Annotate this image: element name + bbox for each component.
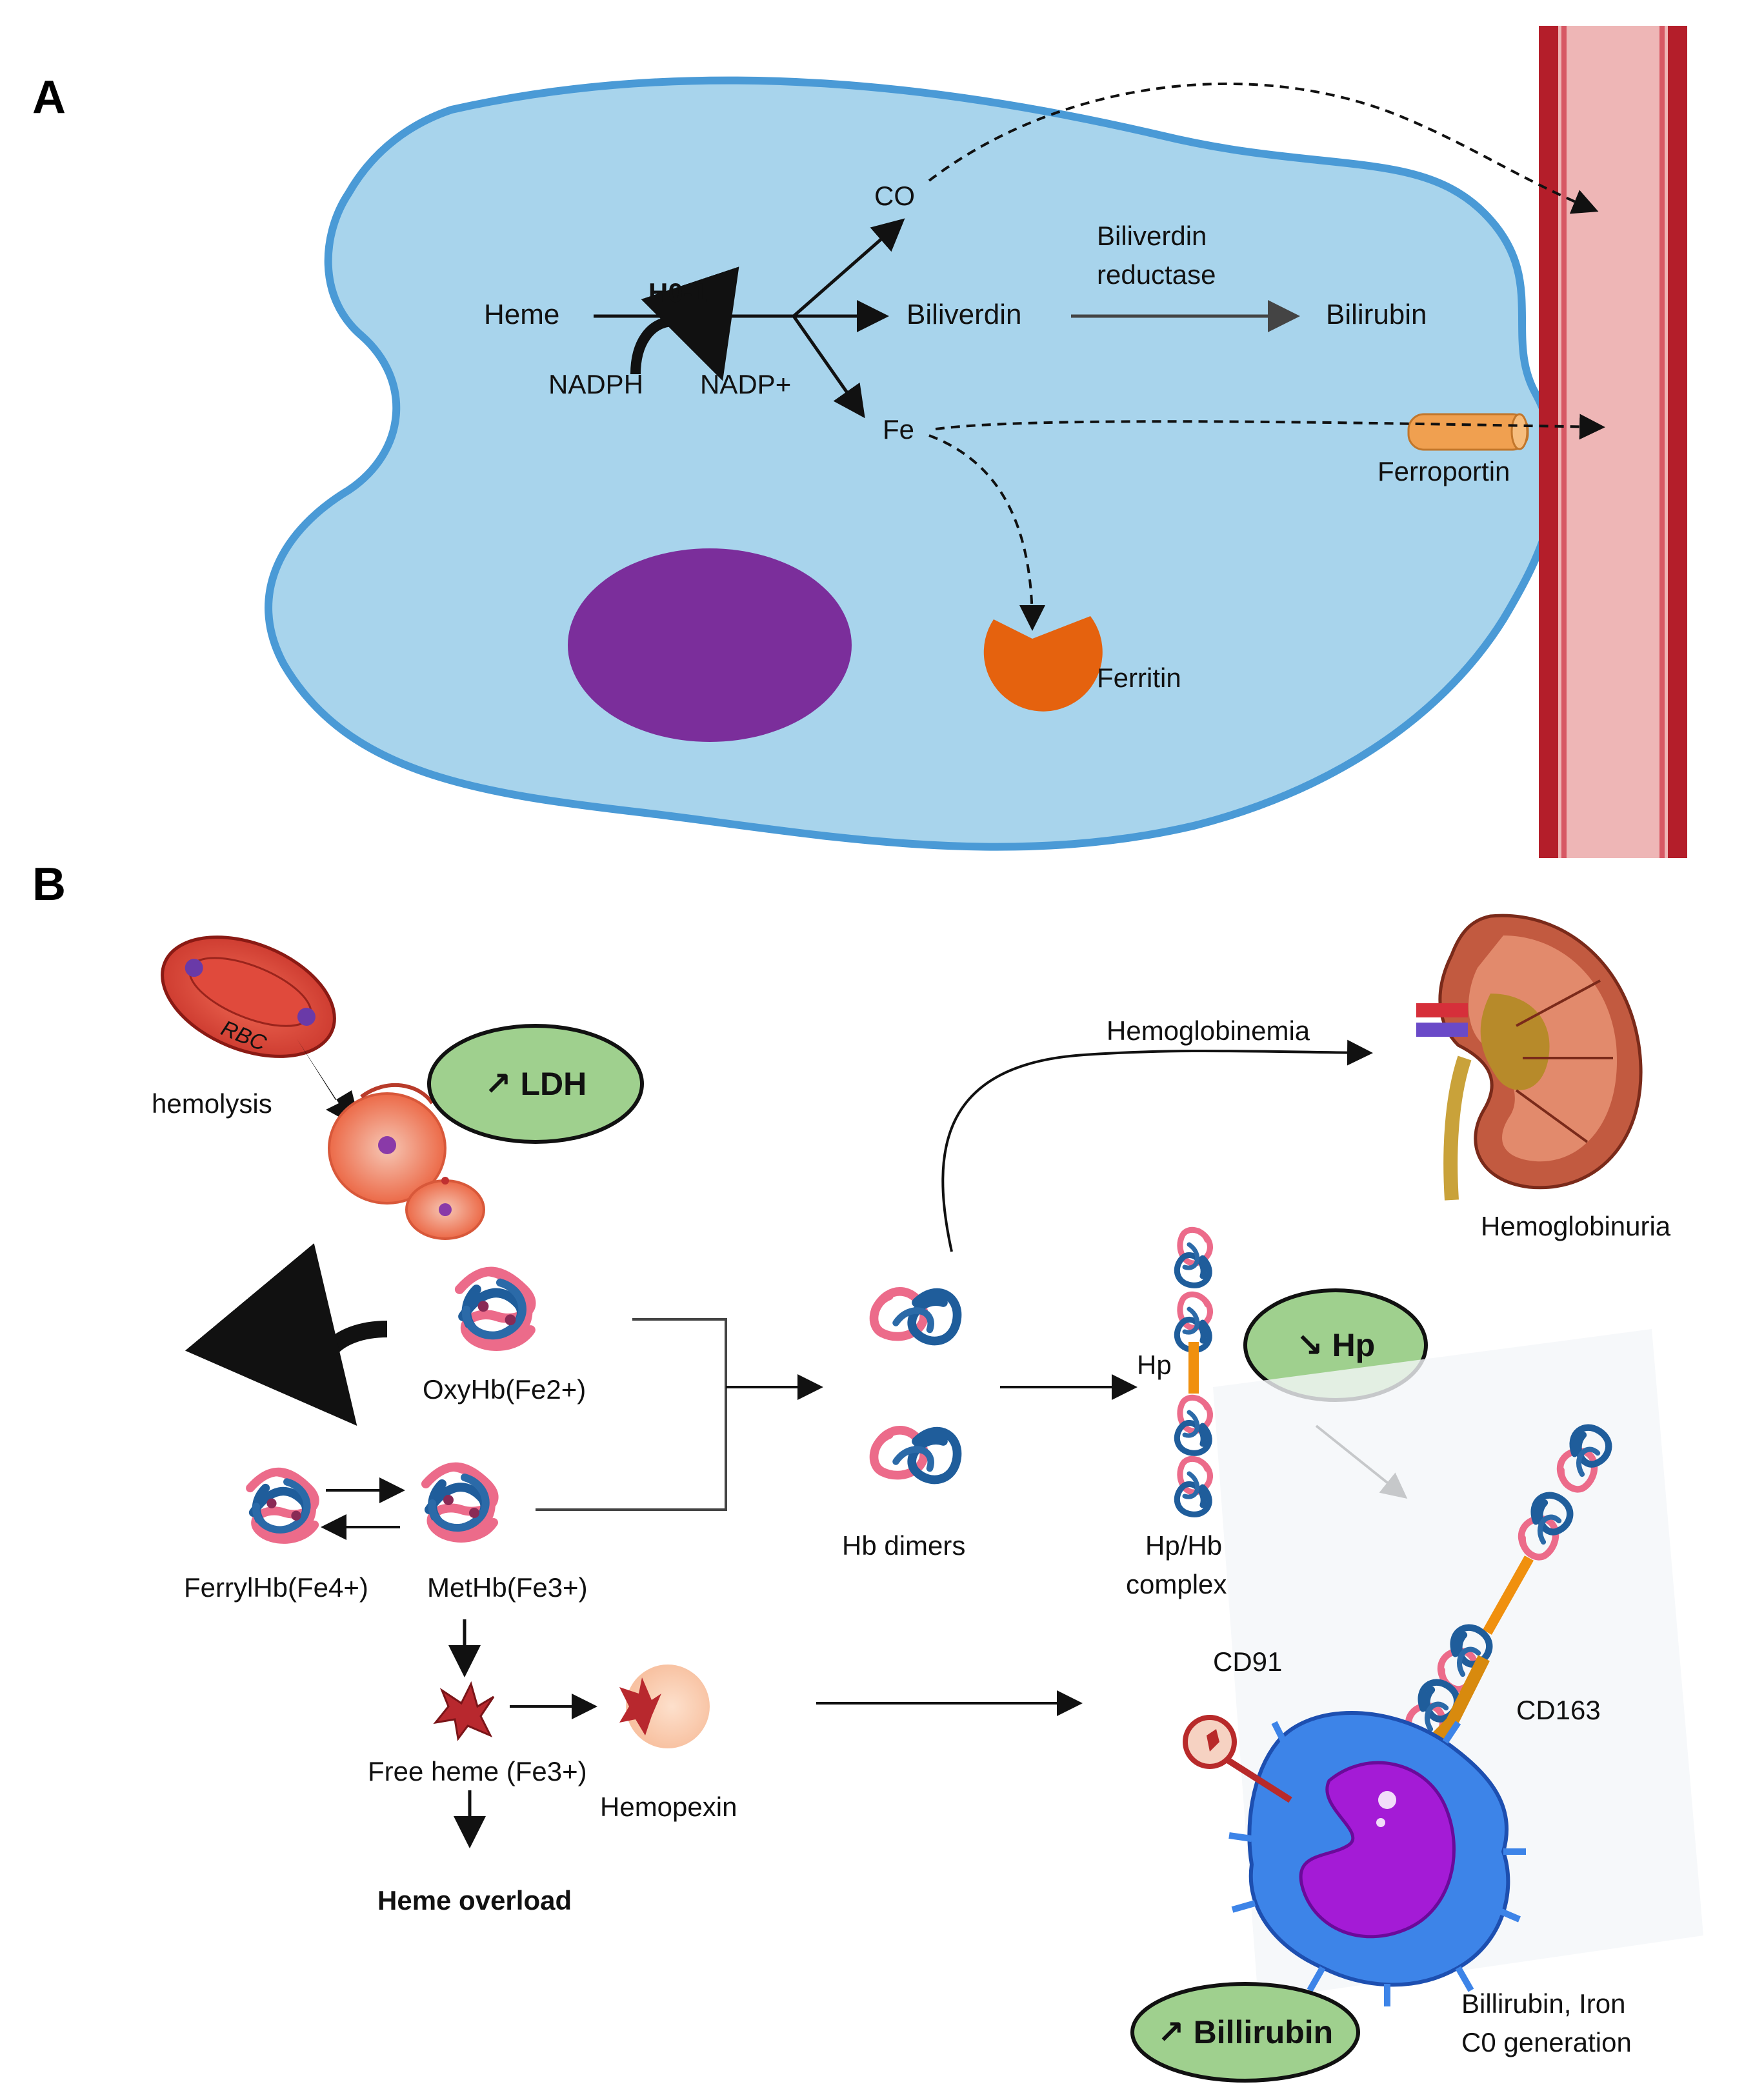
ferrylhb-icon: [250, 1472, 315, 1539]
co-branch-arrow: [792, 218, 905, 317]
blood-vessel-icon: [1539, 26, 1687, 858]
oxidation-curve-arrow: [185, 1243, 388, 1426]
label-heme-overload: Heme overload: [377, 1885, 572, 1915]
label-nadp: NADP+: [700, 369, 791, 399]
free-heme-icon: [433, 1681, 495, 1741]
label-ferroportin: Ferroportin: [1378, 456, 1510, 486]
label-cd91: CD91: [1213, 1646, 1282, 1677]
panel-a-label: A: [32, 72, 66, 123]
label-hphb-2: complex: [1126, 1569, 1227, 1599]
label-free-heme: Free heme (Fe3+): [368, 1756, 587, 1786]
label-hemoglobinemia: Hemoglobinemia: [1107, 1015, 1310, 1046]
fe-branch-arrow: [792, 315, 865, 419]
label-hb-dimers: Hb dimers: [842, 1530, 965, 1561]
bracket-connector: [536, 1318, 727, 1511]
label-bilirubin: Bilirubin: [1326, 299, 1427, 330]
label-reductase-1: Biliverdin: [1097, 221, 1207, 251]
cd163-hphb-complex-icon: [1402, 1422, 1615, 1750]
nucleus: [568, 548, 852, 742]
label-products-1: Billirubin, Iron: [1461, 1988, 1625, 2019]
fe-ferritin-dashed-arrow: [928, 434, 1045, 631]
label-bilirubin-badge: ↗ Billirubin: [1158, 2014, 1333, 2050]
co-dashed-arrow: [928, 82, 1599, 214]
label-fe: Fe: [883, 414, 914, 445]
label-ho1: H0-1: [648, 277, 707, 308]
label-biliverdin: Biliverdin: [907, 299, 1022, 330]
bilirubin-badge: [1130, 1982, 1360, 2083]
cd91-receptor-icon: [1183, 1715, 1292, 1803]
label-ldh: ↗ LDH: [485, 1066, 587, 1102]
kidney-icon: [1416, 914, 1643, 1201]
label-nadph: NADPH: [548, 369, 643, 399]
label-methb: MetHb(Fe3+): [427, 1572, 588, 1603]
label-co: CO: [874, 181, 915, 211]
ldh-badge: [427, 1024, 644, 1144]
hb-dimer-icon-1: [874, 1292, 957, 1341]
hb-dimer-icon-2: [874, 1430, 957, 1480]
label-oxyhb: OxyHb(Fe2+): [423, 1374, 586, 1405]
label-cd163: CD163: [1516, 1695, 1601, 1725]
lysed-rbc-icon: [328, 1083, 485, 1240]
panel-b-label: B: [32, 859, 66, 910]
label-hp-badge: ↘ Hp: [1296, 1327, 1375, 1363]
ferroportin-icon: [1407, 413, 1529, 451]
label-ferritin: Ferritin: [1097, 663, 1181, 693]
methb-icon: [426, 1467, 494, 1538]
ferritin-icon: [983, 616, 1103, 712]
label-hp: Hp: [1137, 1350, 1172, 1380]
oxyhb-icon: [459, 1272, 531, 1346]
hemoglobinemia-arrow: [941, 1039, 1373, 1252]
rbc-icon: RBC: [161, 935, 336, 1058]
nadph-curve-arrow: [630, 266, 739, 381]
label-products-2: C0 generation: [1461, 2027, 1632, 2057]
hphb-complex-icon: [1177, 1230, 1210, 1514]
rbc-burst-arrow: [297, 1039, 361, 1129]
label-hemolysis: hemolysis: [152, 1088, 272, 1119]
label-heme: Heme: [484, 299, 559, 330]
label-hphb-1: Hp/Hb: [1145, 1530, 1222, 1561]
macrophage-icon: [1228, 1711, 1526, 2006]
hemopexin-bound-heme-icon: [619, 1677, 661, 1735]
label-reductase-2: reductase: [1097, 259, 1216, 290]
label-hemopexin: Hemopexin: [600, 1792, 737, 1822]
label-ferrylhb: FerrylHb(Fe4+): [184, 1572, 368, 1603]
label-hemoglobinuria: Hemoglobinuria: [1481, 1211, 1671, 1241]
